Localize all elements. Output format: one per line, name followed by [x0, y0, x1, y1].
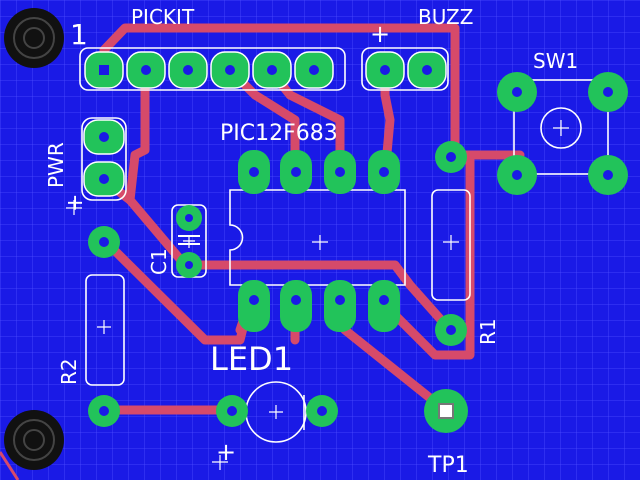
label-r1: R1 — [476, 318, 500, 345]
buzz-pin-plus[interactable] — [365, 51, 405, 89]
label-r2: R2 — [57, 358, 81, 385]
label-led1: LED1 — [210, 340, 293, 378]
label-buzz-plus: + — [370, 20, 390, 48]
board-edge-stub — [0, 451, 20, 480]
label-pickit-pin1: 1 — [70, 18, 88, 51]
r2-pin-2[interactable] — [88, 395, 120, 427]
r1-pin-2[interactable] — [435, 314, 467, 346]
tp1-testpoint[interactable] — [424, 389, 468, 433]
pic-pin-8[interactable] — [238, 150, 270, 194]
mounting-hole-bottom-left — [4, 410, 64, 470]
label-pwr: PWR — [44, 142, 68, 188]
label-tp1: TP1 — [427, 453, 469, 478]
c1-capacitor — [176, 205, 202, 278]
pic-pin-5[interactable] — [368, 150, 400, 194]
pickit-header — [84, 51, 334, 89]
sw1-pin-3[interactable] — [497, 155, 537, 195]
buzz-pin-minus[interactable] — [407, 51, 447, 89]
buzz-header — [365, 51, 447, 89]
label-sw1: SW1 — [533, 49, 578, 73]
c1-pin-2[interactable] — [176, 252, 202, 278]
pic-pin-3[interactable] — [324, 280, 356, 332]
pwr-pin-1[interactable] — [83, 119, 125, 155]
r1-pin-1[interactable] — [435, 141, 467, 173]
silkscreen — [79, 47, 609, 443]
label-c1: C1 — [147, 248, 171, 275]
pic-pin-2[interactable] — [280, 280, 312, 332]
origin-markers — [66, 120, 569, 470]
led1-cathode[interactable] — [306, 395, 338, 427]
sw1-pin-1[interactable] — [497, 72, 537, 112]
led1-led — [216, 395, 338, 427]
r1-resistor — [435, 141, 467, 346]
pickit-pin-2[interactable] — [126, 51, 166, 89]
r2-resistor — [88, 226, 120, 427]
pickit-pin-6[interactable] — [294, 51, 334, 89]
pic-pin-1[interactable] — [238, 280, 270, 332]
c1-pin-1[interactable] — [176, 205, 202, 231]
pic-chip — [238, 150, 400, 332]
label-pic: PIC12F683 — [220, 121, 338, 146]
pickit-pin-1[interactable] — [84, 51, 124, 89]
pickit-pin-4[interactable] — [210, 51, 250, 89]
label-led-plus: + — [216, 438, 236, 466]
pickit-pin-3[interactable] — [168, 51, 208, 89]
pic-pin-7[interactable] — [280, 150, 312, 194]
pwr-header — [83, 119, 125, 197]
mounting-hole-top-left — [4, 8, 64, 68]
pwr-pin-2[interactable] — [83, 161, 125, 197]
r2-pin-1[interactable] — [88, 226, 120, 258]
pickit-pin-5[interactable] — [252, 51, 292, 89]
pic-pin-6[interactable] — [324, 150, 356, 194]
sw1-switch — [497, 72, 628, 195]
label-pickit: PICKIT — [131, 5, 195, 29]
sw1-pin-4[interactable] — [588, 155, 628, 195]
led1-anode[interactable] — [216, 395, 248, 427]
label-buzz: BUZZ — [418, 5, 473, 29]
pic-pin-4[interactable] — [368, 280, 400, 332]
sw1-pin-2[interactable] — [588, 72, 628, 112]
label-pwr-plus: + — [63, 194, 88, 212]
